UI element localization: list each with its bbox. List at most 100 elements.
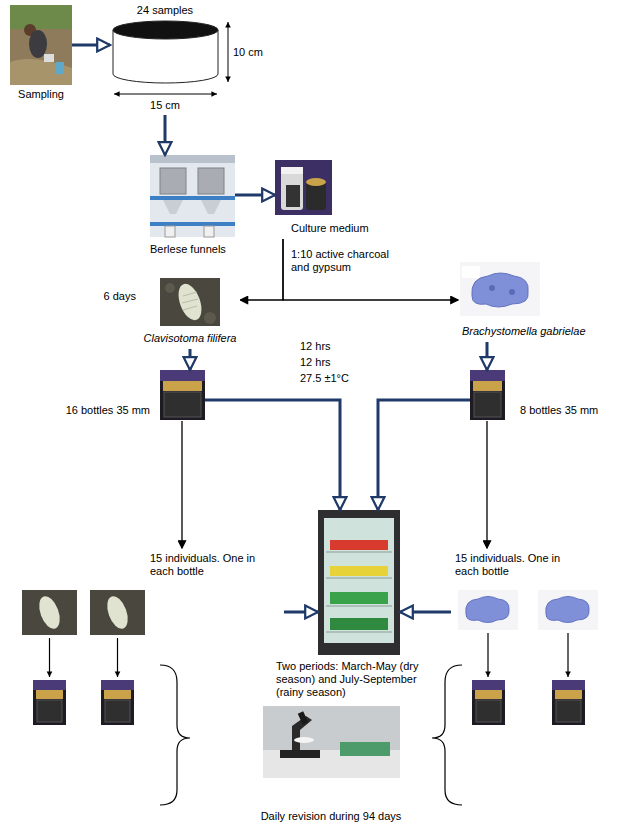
berlese-funnels-photo-part	[163, 200, 183, 214]
small-bottle-photo-part	[556, 700, 581, 722]
collembola-photo-part	[182, 292, 198, 310]
bottle-photo	[470, 370, 505, 420]
caption: 24 samples	[137, 4, 193, 17]
collembola-photo	[22, 590, 145, 635]
flow-arrow	[400, 611, 451, 614]
transfer-arrow-part	[49, 638, 50, 677]
caption: Clavisotoma filifera	[144, 332, 237, 345]
caption: Berlese funnels	[150, 243, 226, 256]
caption: 16 bottles 35 mm	[66, 404, 150, 417]
sampling-photo-part	[29, 30, 47, 58]
berlese-funnels-photo-part	[160, 168, 186, 194]
condition-label: 12 hrs	[300, 356, 331, 369]
microscope-photo	[263, 706, 400, 778]
small-bottle-photo-part	[101, 680, 134, 725]
collembola-photo-part	[466, 597, 509, 623]
bottle-photo	[160, 370, 205, 420]
small-bottle-photo-part	[105, 700, 130, 722]
condition-label: 27.5 ±1°C	[300, 372, 349, 385]
dimension-label: 10 cm	[233, 46, 263, 59]
collembola-photo-part	[489, 285, 495, 291]
small-bottle-photo-part	[104, 690, 131, 699]
small-bottle-photo-part	[552, 680, 585, 725]
species-photo: Brachystomella gabrielae	[458, 262, 590, 342]
caption: Daily revision during 94 days	[261, 810, 402, 823]
culture-medium-photo-part	[306, 178, 326, 186]
caption: 8 bottles 35 mm	[520, 404, 598, 417]
culture-medium-photo-part	[281, 172, 303, 210]
bottle-photo-part	[163, 381, 202, 391]
bottle-photo-part	[160, 370, 205, 420]
bracket-part	[432, 665, 462, 805]
berlese-funnels-photo-part	[198, 168, 224, 194]
duration-note: 6 days	[104, 290, 136, 303]
berlese-funnels-photo-part	[150, 155, 235, 163]
soil-core-cylinder: 24 samples	[110, 0, 222, 115]
microscope-photo-part	[280, 750, 320, 758]
bottle-photo-part	[470, 370, 505, 420]
small-bottle-photo-part	[36, 690, 63, 699]
flow-line	[486, 421, 487, 548]
collembola-photo-part	[472, 273, 528, 307]
flow-arrow	[235, 194, 275, 197]
caption: Brachystomella gabrielae	[462, 325, 586, 338]
berlese-funnels-photo-part	[150, 155, 235, 237]
dimension-arrow-part	[228, 22, 229, 82]
condition-label: 12 hrs	[300, 340, 331, 353]
transfer-arrow-part	[487, 633, 488, 677]
flow-line	[240, 239, 283, 300]
collembola-photo-part	[460, 262, 540, 316]
bottle-photo-part	[470, 370, 505, 381]
bottle-photo: 8 bottles 35 mm	[470, 370, 602, 421]
berlese-funnels-photo-part	[150, 222, 235, 226]
collembola-photo-part	[204, 312, 216, 324]
bottle-photo: 16 bottles 35 mm	[62, 370, 205, 421]
collembola-photo-part	[22, 590, 77, 635]
incubator-photo-part	[330, 566, 388, 576]
dimension-arrow-part	[114, 94, 217, 95]
incubator-photo-part	[326, 606, 392, 607]
sampling-photo	[10, 5, 72, 85]
small-bottle-photo-part	[37, 700, 62, 722]
incubator-photo-part	[330, 592, 388, 604]
flow-arrow	[378, 400, 470, 510]
microscope-photo-part	[340, 742, 390, 756]
small-bottle-photo-part	[552, 680, 585, 690]
microscope-photo-part	[294, 737, 314, 743]
microscope-photo: Daily revision during 94 days	[257, 706, 406, 827]
sampling-photo-part	[10, 5, 72, 29]
berlese-funnels-photo-part	[201, 200, 221, 214]
small-bottle-photo-part	[476, 700, 501, 722]
bottle-photo-part	[160, 370, 205, 381]
berlese-funnels-photo-part	[204, 226, 214, 237]
dimension-label: 15 cm	[150, 99, 180, 112]
collembola-photo-part	[538, 590, 598, 630]
culture-medium-photo: Culture medium	[275, 160, 373, 239]
sampling-photo: Sampling	[10, 5, 72, 105]
flow-arrow	[205, 400, 340, 510]
collembola-photo-part	[103, 593, 132, 631]
incubator-photo-part	[330, 540, 388, 550]
flow-line	[283, 239, 458, 300]
collembola-photo-part	[174, 281, 206, 324]
small-bottle-photo-part	[33, 680, 66, 725]
flow-line	[181, 421, 182, 548]
microscope-photo-part	[298, 711, 309, 724]
incubator-photo	[318, 510, 400, 655]
collembola-photo	[160, 278, 220, 326]
bottle-photo-part	[164, 392, 201, 417]
sampling-photo-part	[44, 54, 54, 62]
caption: 15 individuals. One in each bottle	[455, 552, 585, 578]
sampling-photo-part	[10, 5, 72, 85]
collembola-photo-part	[165, 283, 175, 293]
collembola-photo-part	[35, 593, 64, 631]
soil-core-cylinder	[113, 21, 218, 83]
transfer-arrow-part	[117, 638, 118, 677]
berlese-funnels-photo-part	[165, 226, 175, 237]
culture-medium-photo-part	[306, 182, 326, 210]
flow-arrow	[164, 115, 167, 155]
berlese-funnels-photo-part	[150, 196, 235, 200]
incubator-photo-part	[330, 618, 388, 630]
incubator-photo-part	[318, 510, 400, 655]
